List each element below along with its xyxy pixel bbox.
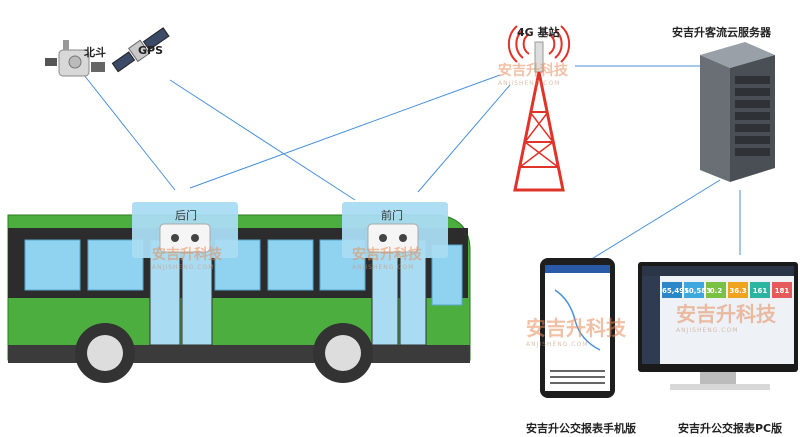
pc-stat: 65,495 [662, 287, 690, 295]
pc-stat: 181 [774, 287, 790, 295]
rear-door-label: 后门 [175, 209, 197, 222]
phone-icon [540, 258, 615, 398]
wheel-front [313, 323, 373, 383]
wheel-rear [75, 323, 135, 383]
counter-sensor-icon [367, 223, 419, 253]
gps-label: GPS [138, 44, 164, 57]
tower-label: 4G 基站 [517, 26, 560, 39]
beidou-label: 北斗 [84, 46, 106, 59]
pc-stat: 10,583 [684, 287, 712, 295]
cell-tower-icon [507, 25, 571, 192]
pc-stat: 0.2 [709, 287, 723, 295]
satellite-icon [45, 40, 105, 77]
front-door-label: 前门 [381, 209, 403, 222]
server-label: 安吉升客流云服务器 [672, 26, 771, 39]
pc-caption: 安吉升公交报表PC版 [678, 422, 783, 435]
gps-satellite-icon [111, 27, 170, 73]
mobile-caption: 安吉升公交报表手机版 [526, 422, 636, 435]
pc-stat: 161 [752, 287, 768, 295]
pc-stat: 36.3 [729, 287, 747, 295]
server-icon [700, 42, 775, 182]
monitor-icon [638, 262, 798, 390]
connection-lines [79, 65, 741, 261]
counter-sensor-icon [159, 223, 211, 253]
